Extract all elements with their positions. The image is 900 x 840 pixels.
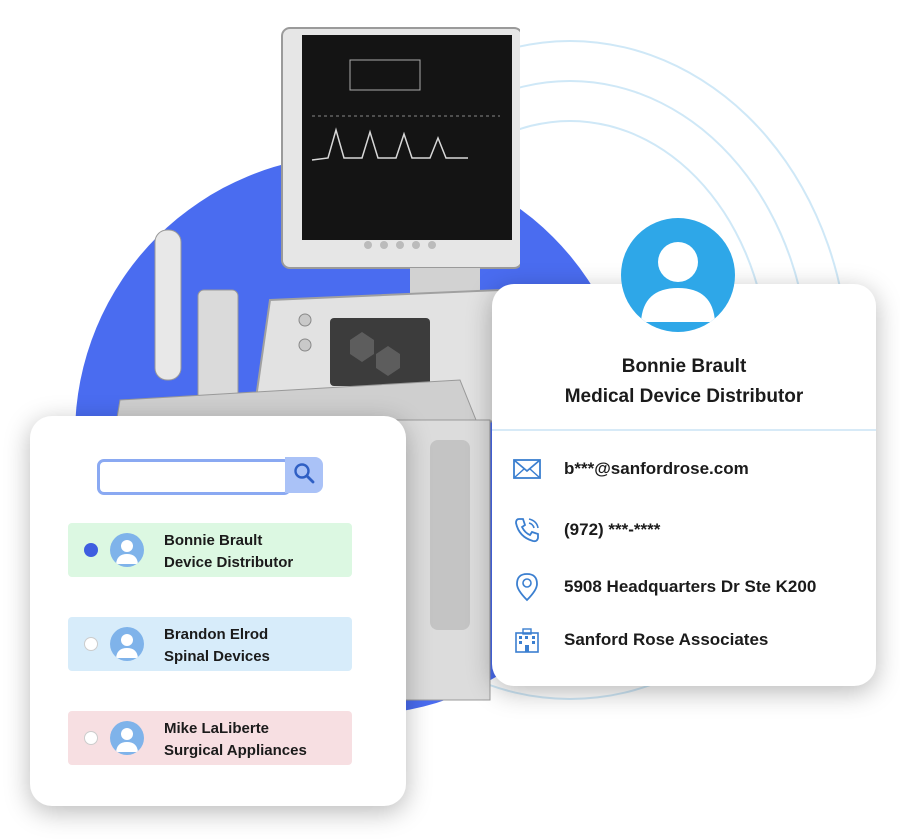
radio-unselected[interactable] bbox=[84, 731, 98, 745]
contact-role: Spinal Devices bbox=[164, 648, 270, 665]
email-text: b***@sanfordrose.com bbox=[564, 459, 749, 478]
location-pin-icon bbox=[512, 572, 542, 602]
contact-list-card: Bonnie Brault Device Distributor Brandon… bbox=[30, 416, 406, 806]
user-avatar-icon bbox=[621, 218, 735, 332]
company-text: Sanford Rose Associates bbox=[564, 630, 769, 649]
contact-role: Device Distributor bbox=[164, 554, 294, 571]
address-text: 5908 Headquarters Dr Ste K200 bbox=[564, 577, 817, 596]
contact-name: Brandon Elrod bbox=[164, 626, 269, 643]
contact-name: Bonnie Brault bbox=[164, 532, 263, 549]
email-row[interactable]: b***@sanfordrose.com bbox=[512, 454, 864, 484]
search-input[interactable] bbox=[97, 459, 291, 495]
company-row[interactable]: Sanford Rose Associates bbox=[512, 625, 864, 655]
search-icon bbox=[293, 462, 315, 489]
user-avatar-icon bbox=[110, 721, 144, 755]
mail-icon bbox=[512, 454, 542, 484]
divider bbox=[492, 429, 876, 431]
phone-row[interactable]: (972) ***-**** bbox=[512, 515, 864, 545]
phone-text: (972) ***-**** bbox=[564, 520, 661, 539]
user-avatar-icon bbox=[110, 627, 144, 661]
address-row[interactable]: 5908 Headquarters Dr Ste K200 bbox=[512, 572, 864, 602]
radio-unselected[interactable] bbox=[84, 637, 98, 651]
contact-title: Medical Device Distributor bbox=[564, 386, 804, 407]
list-item-brandon-elrod[interactable]: Brandon Elrod Spinal Devices bbox=[68, 617, 352, 671]
contact-details-card: Bonnie Brault Medical Device Distributor… bbox=[492, 284, 876, 686]
list-item-bonnie-brault[interactable]: Bonnie Brault Device Distributor bbox=[68, 523, 352, 577]
building-icon bbox=[512, 625, 542, 655]
contact-role: Surgical Appliances bbox=[164, 742, 307, 759]
list-item-mike-laliberte[interactable]: Mike LaLiberte Surgical Appliances bbox=[68, 711, 352, 765]
phone-icon bbox=[512, 515, 542, 545]
user-avatar-icon bbox=[110, 533, 144, 567]
contact-name: Mike LaLiberte bbox=[164, 720, 270, 737]
radio-selected[interactable] bbox=[84, 543, 98, 557]
search-button[interactable] bbox=[285, 457, 323, 493]
contact-name: Bonnie Brault bbox=[621, 356, 747, 377]
